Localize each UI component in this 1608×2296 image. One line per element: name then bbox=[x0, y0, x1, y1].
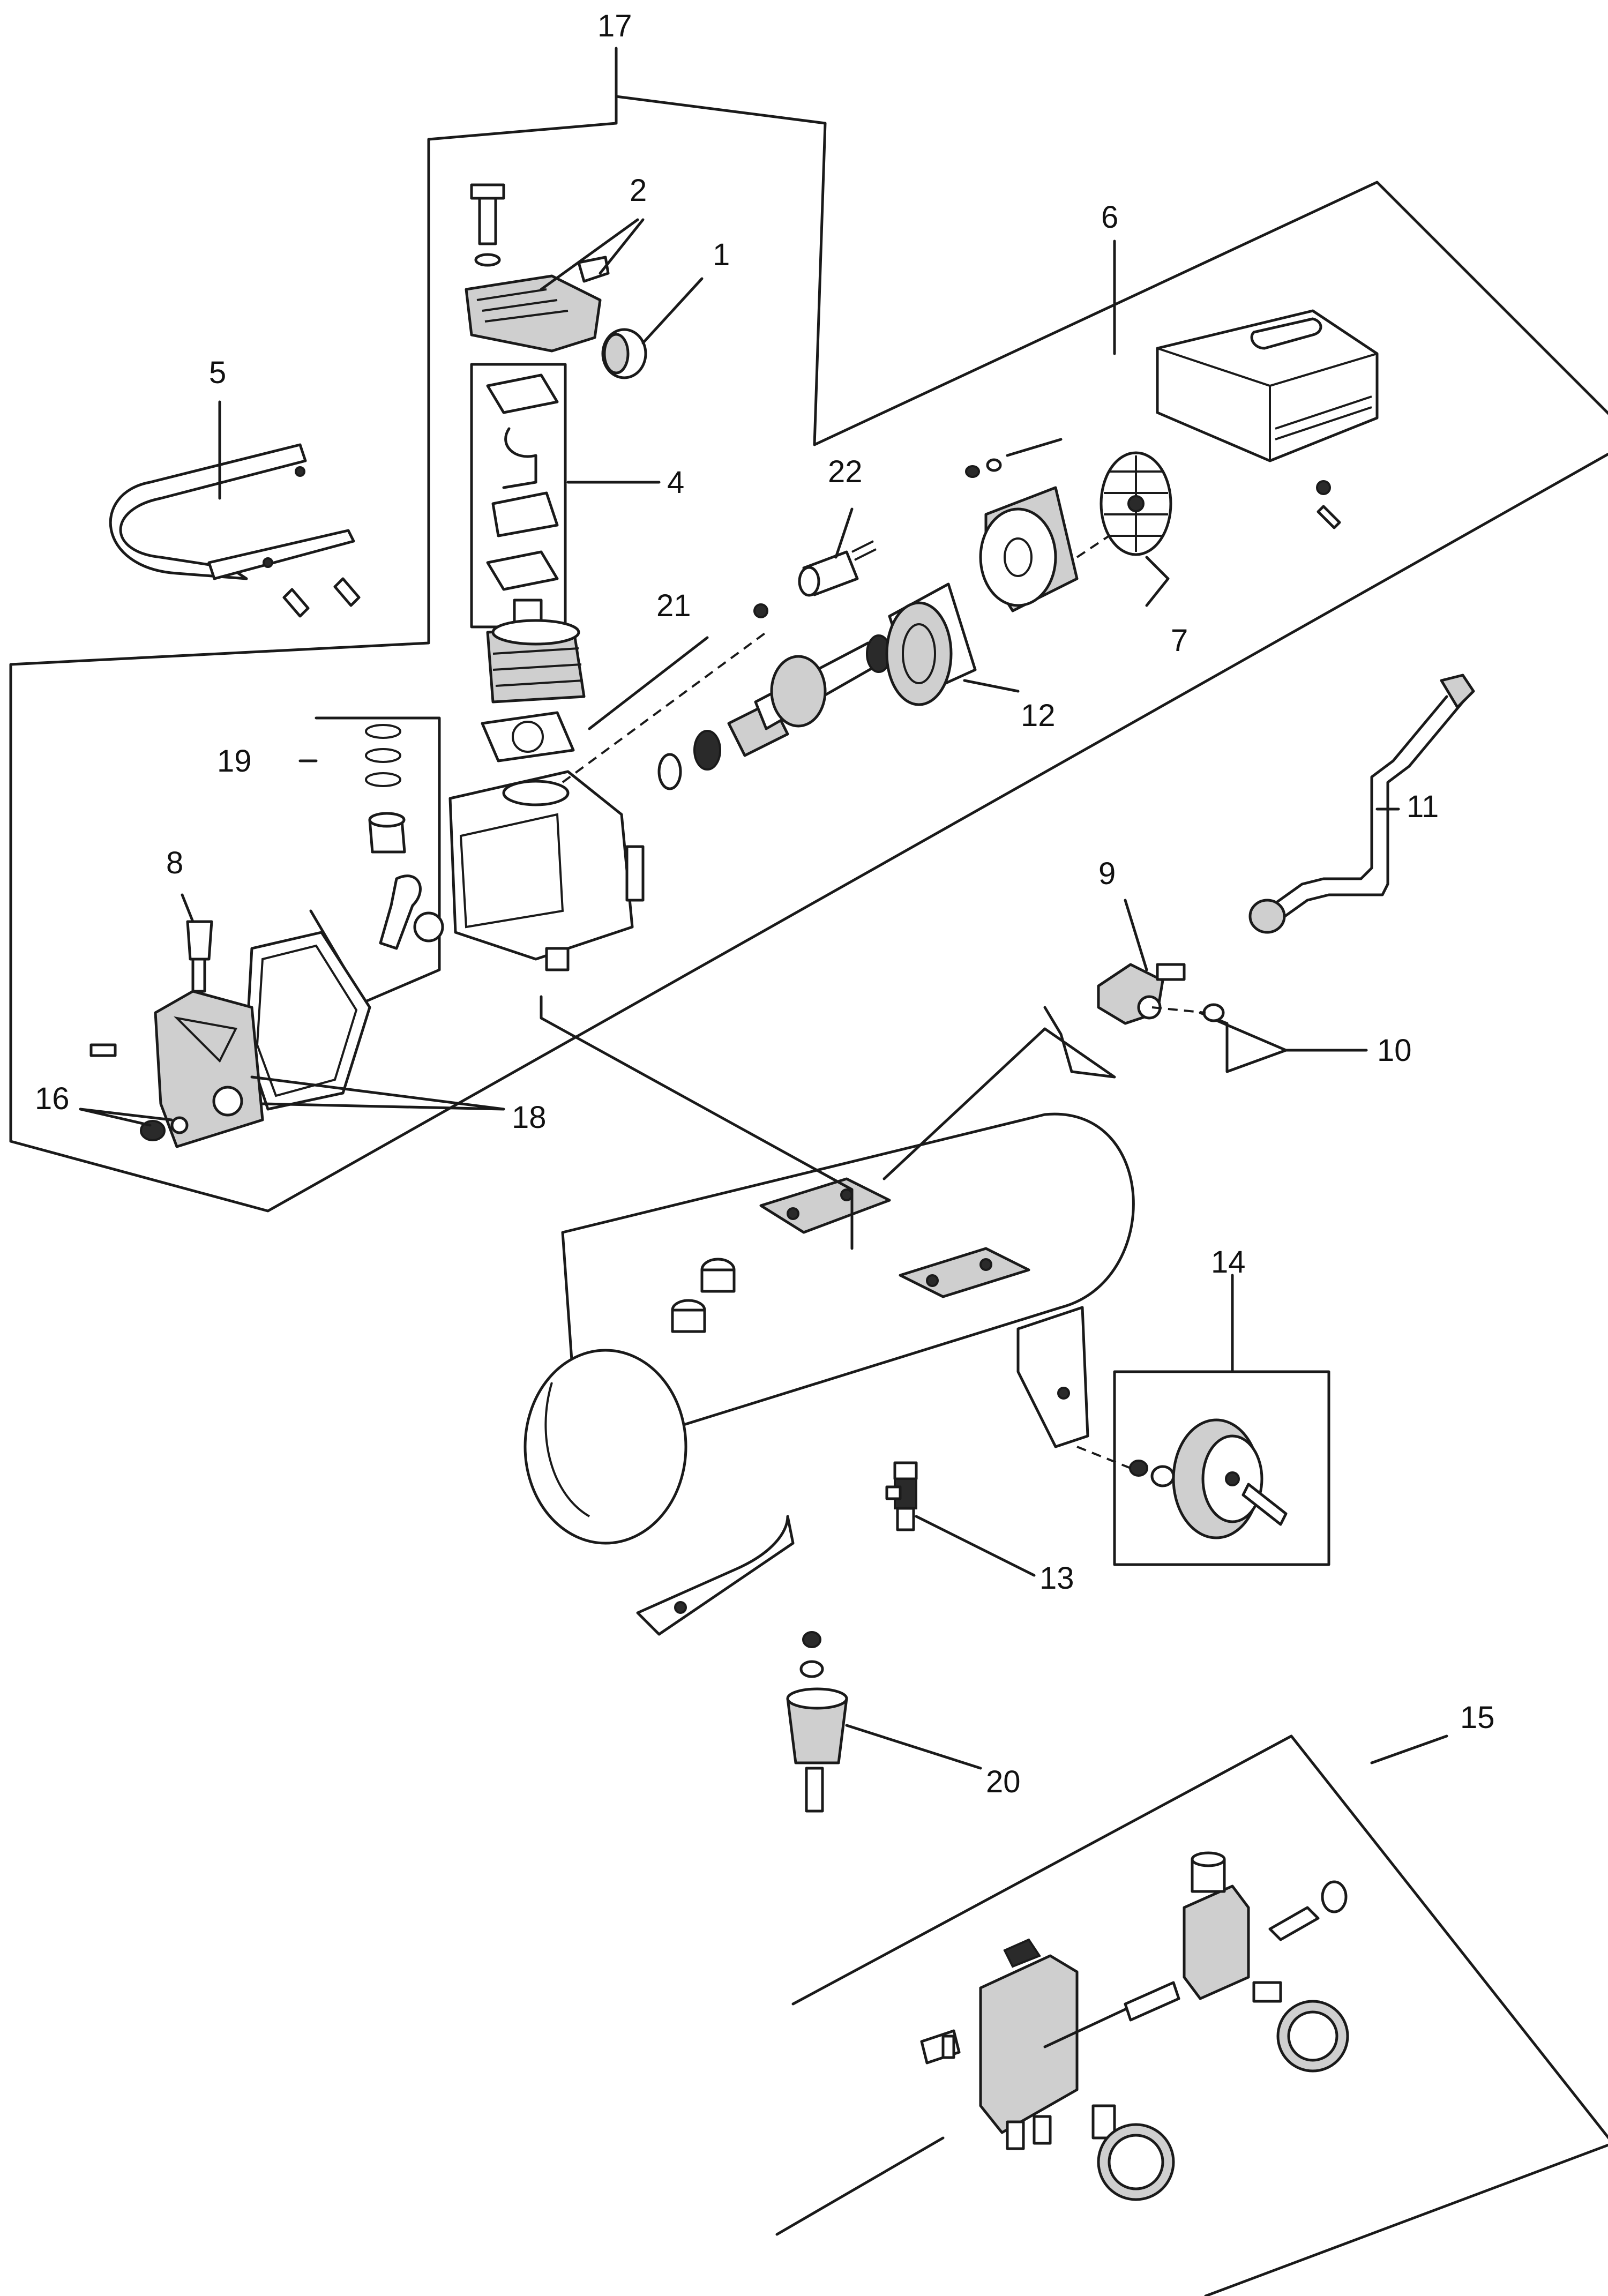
regulator-part bbox=[1124, 1851, 1348, 2022]
callout-12: 12 bbox=[1021, 698, 1056, 733]
valve-plate-set bbox=[470, 363, 567, 629]
callout-7: 7 bbox=[1171, 623, 1188, 658]
gauge-lower-part bbox=[1091, 2104, 1175, 2201]
callout-22: 22 bbox=[828, 454, 863, 489]
handle-part bbox=[109, 443, 361, 618]
crankshaft-part bbox=[562, 631, 892, 790]
crankcase-cover-part bbox=[89, 920, 264, 1148]
callout-11: 11 bbox=[1407, 789, 1439, 824]
rubber-foot-part bbox=[786, 1631, 848, 1813]
check-valve-part bbox=[1097, 963, 1186, 1025]
callout-15: 15 bbox=[1460, 1700, 1495, 1735]
cylinder-part bbox=[486, 619, 586, 704]
leader-lines bbox=[79, 47, 1448, 1770]
callout-4: 4 bbox=[667, 465, 684, 500]
control-line bbox=[1043, 2008, 1127, 2048]
callout-5: 5 bbox=[209, 355, 226, 390]
callout-8: 8 bbox=[166, 846, 183, 880]
stator-part bbox=[885, 582, 977, 706]
wheel-part bbox=[1076, 1370, 1330, 1566]
tank-bracket-mid bbox=[899, 1247, 1030, 1298]
tank-bracket-top bbox=[759, 1177, 891, 1234]
callout-18: 18 bbox=[512, 1100, 547, 1135]
cylinder-head-part bbox=[465, 183, 610, 353]
unloader-tube-part bbox=[1151, 1003, 1288, 1073]
callout-6: 6 bbox=[1101, 200, 1118, 235]
callout-10: 10 bbox=[1377, 1033, 1412, 1068]
cylinder-gasket-part bbox=[481, 711, 575, 762]
callout-16: 17 bbox=[597, 9, 632, 43]
capacitor-part bbox=[753, 540, 877, 618]
control-line-lower bbox=[775, 2136, 945, 2236]
callout-20: 21 bbox=[656, 588, 691, 623]
gauge-upper-part bbox=[1252, 1981, 1349, 2073]
crankcase-part bbox=[448, 770, 645, 971]
air-tank-part bbox=[523, 1112, 1135, 1545]
control-group-boundary bbox=[791, 1734, 1608, 2296]
callout-14: 14 bbox=[1211, 1245, 1246, 1280]
crankcase-gasket-part bbox=[245, 931, 371, 1111]
callout-2: 2 bbox=[630, 173, 647, 208]
callout-17: 16 bbox=[35, 1081, 70, 1116]
air-filter-part bbox=[601, 328, 647, 379]
callout-9: 9 bbox=[1098, 856, 1116, 891]
pump-assembly-boundary bbox=[9, 95, 1608, 1213]
tank-foot-right bbox=[1016, 1306, 1089, 1448]
motor-end-housing-part bbox=[979, 486, 1158, 612]
pressure-switch-part bbox=[920, 1938, 1079, 2150]
valve-to-tank-line bbox=[882, 1006, 1116, 1180]
fan-cover-part bbox=[1156, 309, 1379, 529]
tank-foot-left bbox=[636, 1515, 795, 1636]
fan-part bbox=[1100, 451, 1172, 556]
tank-inlet-fitting bbox=[671, 1258, 736, 1333]
drain-valve-part bbox=[885, 1461, 918, 1531]
callout-1: 1 bbox=[713, 237, 730, 272]
callout-19: 19 bbox=[217, 744, 252, 779]
through-bolt-part bbox=[965, 438, 1063, 478]
piston-set-part bbox=[309, 716, 444, 1004]
outlet-pipe-part bbox=[1248, 674, 1475, 934]
pump-to-tank-line bbox=[540, 995, 854, 1250]
callout-21: 20 bbox=[986, 1764, 1021, 1799]
callout-13: 13 bbox=[1039, 1561, 1074, 1596]
